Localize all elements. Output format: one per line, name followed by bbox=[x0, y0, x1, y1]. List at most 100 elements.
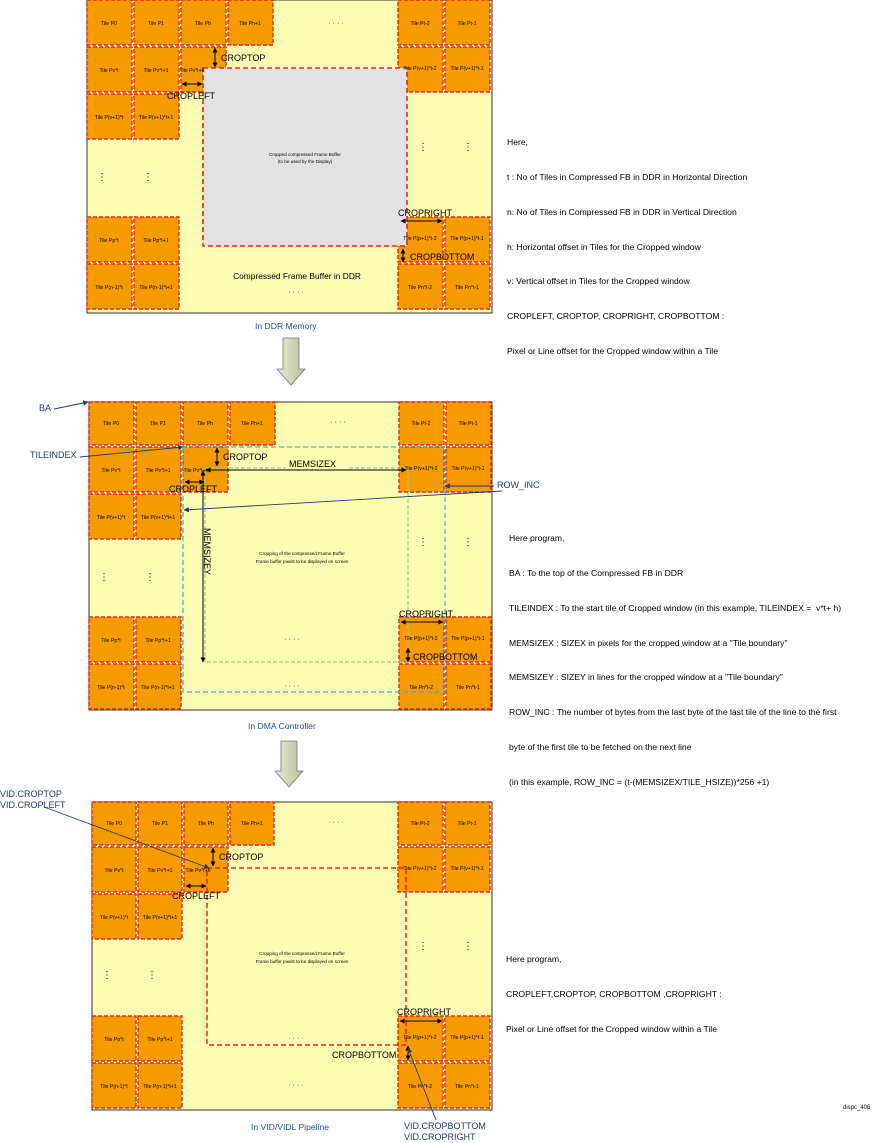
tile bbox=[135, 446, 182, 493]
tile-label: Tile Pt-2 bbox=[410, 21, 429, 27]
vid-crop-top-left-labels: VID.CROPTOP VID.CROPLEFT bbox=[0, 789, 66, 811]
ba-label: BA bbox=[39, 403, 52, 413]
ellipsis: · · · · bbox=[288, 1082, 303, 1089]
tile-label: Tile Pt-1 bbox=[457, 821, 476, 827]
frame-buffer-label: Compressed Frame Buffer in DDR bbox=[233, 271, 361, 281]
cropbottom-label: CROPBOTTOM bbox=[413, 652, 477, 662]
tile-label: Tile Ph bbox=[195, 21, 211, 27]
tile bbox=[445, 616, 492, 663]
row-inc-pointer-left bbox=[183, 490, 503, 513]
tile-label: Tile P(v+1)*t+1 bbox=[139, 115, 174, 121]
tile bbox=[91, 1015, 137, 1062]
tile bbox=[398, 663, 445, 710]
tile-label: Tile Pv*t bbox=[104, 868, 124, 874]
tile-grid bbox=[88, 401, 492, 710]
memsizex-label-bg bbox=[286, 458, 348, 469]
tile bbox=[397, 0, 444, 46]
tile-label: Tile P(n-1)*t+1 bbox=[143, 1084, 177, 1090]
note-line: n: No of Tiles in Compressed FB in DDR i… bbox=[507, 206, 737, 217]
tile-label: Tile P0 bbox=[106, 821, 122, 827]
tile-label: Tile Pp*t bbox=[99, 238, 119, 244]
note-line: CROPLEFT,CROPTOP, CROPBOTTOM ,CROPRIGHT … bbox=[506, 988, 722, 999]
tile-label: Tile P(v+1)*t-2 bbox=[403, 66, 436, 72]
vertical-ellipsis: ⋮ bbox=[147, 970, 157, 981]
vid-croptop-label: VID.CROPTOP bbox=[0, 789, 62, 799]
tile-label: Tile Pn*t-2 bbox=[408, 1084, 432, 1090]
tileindex-pointer bbox=[79, 444, 184, 458]
tile bbox=[444, 216, 491, 263]
panel-dma: Cropping of the compressed Frame Buffer … bbox=[53, 400, 503, 711]
tile-label: Tile P(v+1)*t-1 bbox=[451, 466, 484, 472]
tile bbox=[133, 46, 180, 93]
note-line: Pixel or Line offset for the Cropped win… bbox=[506, 1023, 717, 1034]
cropping-label-line1: Cropping of the compressed Frame Buffer bbox=[259, 551, 345, 556]
note-line: Here program, bbox=[509, 533, 565, 544]
vertical-ellipsis: ⋮ bbox=[145, 572, 155, 583]
croptop-label: CROPTOP bbox=[223, 452, 267, 462]
cropped-label-line1: Cropped compressed Frame Buffer bbox=[269, 152, 341, 157]
ba-pointer bbox=[53, 400, 89, 410]
tile bbox=[133, 216, 180, 263]
tile-label: Tile P(n-1)*t bbox=[95, 285, 123, 291]
cropping-label-line2: Frame buffer pixels to be displayed on s… bbox=[256, 959, 349, 964]
cropped-region bbox=[206, 867, 407, 1046]
tile bbox=[229, 401, 276, 446]
croptop-label: CROPTOP bbox=[221, 53, 265, 63]
tile bbox=[137, 846, 183, 893]
ellipsis: · · · · bbox=[284, 683, 299, 690]
vertical-ellipsis: ⋮ bbox=[463, 142, 473, 153]
cropbottom-label: CROPBOTTOM bbox=[332, 1050, 396, 1060]
cropright-label: CROPRIGHT bbox=[398, 208, 453, 218]
tile-label: Tile Ph+1 bbox=[241, 821, 263, 827]
tile bbox=[444, 46, 491, 93]
tile-label: Tile P(v+1)*t bbox=[95, 115, 124, 121]
cropleft-label: CROPLEFT bbox=[172, 891, 221, 901]
note-line: (in this example, ROW_INC = (t-(MEMSIZEX… bbox=[509, 776, 770, 787]
tile-label: Tile P1 bbox=[150, 421, 166, 427]
cropright-label: CROPRIGHT bbox=[399, 609, 454, 619]
ellipsis: · · · · bbox=[288, 289, 303, 296]
tile-label: Tile P(n-1)*t bbox=[100, 1084, 128, 1090]
tile bbox=[445, 401, 492, 446]
tile-label: Tile P(p+1)*t-1 bbox=[451, 636, 485, 642]
croptop-label: CROPTOP bbox=[219, 852, 263, 862]
tile bbox=[88, 446, 135, 493]
ellipsis: · · · · bbox=[288, 1035, 303, 1042]
tile bbox=[445, 446, 492, 493]
tile bbox=[88, 401, 135, 446]
vertical-ellipsis: ⋮ bbox=[418, 142, 428, 153]
flow-arrow-down bbox=[276, 337, 306, 386]
vid-cropleft-label: VID.CROPLEFT bbox=[0, 800, 66, 810]
panel-vid: Cropping of the compressed Frame Buffer … bbox=[43, 801, 493, 1121]
tile-label: Tile Pn*t-1 bbox=[455, 1084, 479, 1090]
tile-label: Tile P(v+1)*t+1 bbox=[143, 915, 178, 921]
tile bbox=[444, 846, 491, 893]
vertical-ellipsis: ⋮ bbox=[99, 572, 109, 583]
note-line: v: Vertical offset in Tiles for the Crop… bbox=[507, 276, 690, 287]
vertical-ellipsis: ⋮ bbox=[102, 970, 112, 981]
tile bbox=[180, 0, 227, 46]
tile-label: Tile P(v+1)*t-2 bbox=[404, 466, 437, 472]
tile-label: Tile P(p+1)*t-1 bbox=[450, 1035, 484, 1041]
ellipsis: · · · · bbox=[330, 419, 345, 426]
tile-label: Tile Pp*t+1 bbox=[147, 1037, 172, 1043]
tile bbox=[445, 663, 492, 710]
tile-label: Tile P(n-1)*t bbox=[97, 685, 125, 691]
tile-label: Tile P(p+1)*t-2 bbox=[403, 1035, 437, 1041]
tile bbox=[227, 0, 274, 46]
tile bbox=[397, 801, 444, 846]
tile-label: Tile P1 bbox=[148, 21, 164, 27]
tile-label: Tile Pn*t-2 bbox=[409, 685, 433, 691]
tile-label: Tile Pt-1 bbox=[457, 21, 476, 27]
tile bbox=[88, 663, 135, 710]
tile-label: Tile P(p+1)*t-2 bbox=[404, 636, 438, 642]
notes-ddr: Here, t : No of Tiles in Compressed FB i… bbox=[507, 114, 747, 369]
note-line: h: Horizontal offset in Tiles for the Cr… bbox=[507, 241, 701, 252]
tile-label: Tile Pv*t bbox=[101, 468, 121, 474]
tile-label: Tile Pn*t-1 bbox=[455, 285, 479, 291]
tile bbox=[86, 46, 133, 93]
caption-vid: In VID/VIDL Pipeline bbox=[251, 1122, 330, 1132]
tile bbox=[137, 1015, 183, 1062]
tile bbox=[137, 1062, 183, 1109]
tile bbox=[88, 493, 135, 540]
